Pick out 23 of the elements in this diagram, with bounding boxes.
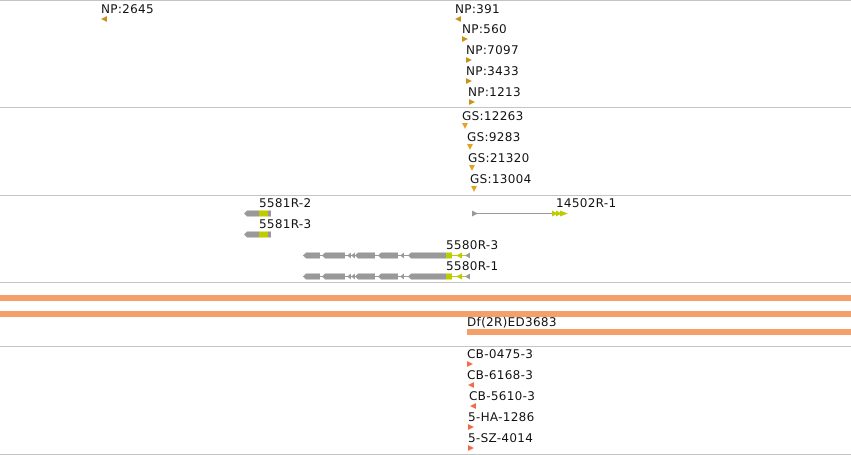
feature-label: NP:2645	[101, 2, 154, 16]
feature-label: 5581R-3	[259, 217, 312, 231]
feature-label: 14502R-1	[556, 196, 616, 210]
feature-label: CB-0475-3	[467, 347, 534, 361]
feature-label: GS:12263	[462, 109, 524, 123]
feature-label: NP:7097	[466, 43, 519, 57]
feature-label: 5581R-2	[259, 196, 312, 210]
feature-label: 5580R-1	[446, 259, 498, 273]
feature-label: NP:3433	[466, 64, 519, 78]
feature-label: NP:560	[462, 22, 507, 36]
feature-label: NP:391	[455, 2, 500, 16]
feature-label: 5-HA-1286	[468, 410, 535, 424]
feature-label: 5-SZ-4014	[468, 431, 534, 445]
feature-label: GS:9283	[467, 130, 521, 144]
feature-label: NP:1213	[468, 85, 521, 99]
feature-label: CB-5610-3	[469, 389, 536, 403]
deletion-bar	[0, 295, 851, 301]
feature-label: 5580R-3	[446, 238, 498, 252]
feature-label: Df(2R)ED3683	[467, 315, 557, 329]
feature-label: GS:21320	[468, 151, 530, 165]
deletion-bar	[0, 311, 851, 317]
feature-label: CB-6168-3	[467, 368, 534, 382]
feature-label: GS:13004	[470, 172, 532, 186]
